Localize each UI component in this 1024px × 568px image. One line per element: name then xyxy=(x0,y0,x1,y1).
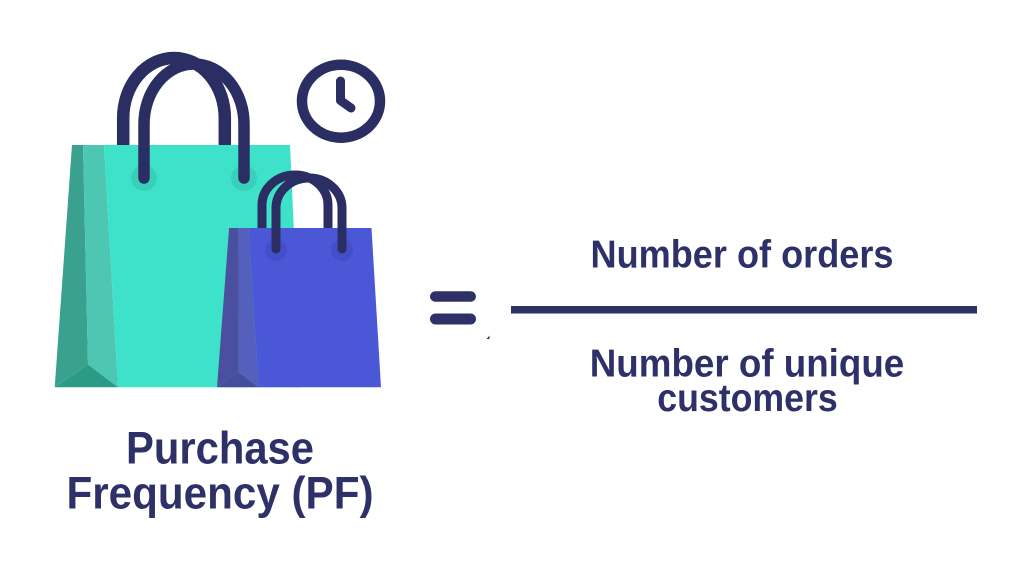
svg-text:Frequency (PF): Frequency (PF) xyxy=(67,468,374,519)
svg-text:Purchase: Purchase xyxy=(126,422,314,473)
svg-text:Number of orders: Number of orders xyxy=(591,234,894,277)
svg-text:customers: customers xyxy=(657,377,838,420)
svg-text:Number of unique: Number of unique xyxy=(590,343,905,386)
